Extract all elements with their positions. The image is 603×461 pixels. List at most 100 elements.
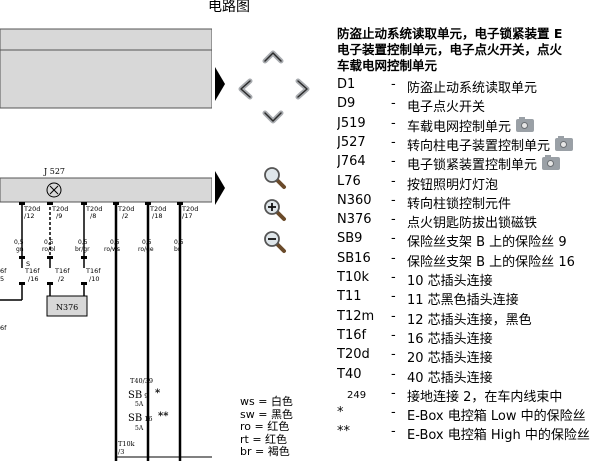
wire-color-2: ro/bl xyxy=(42,246,56,253)
pan-left-button[interactable] xyxy=(236,78,254,104)
pan-up-button[interactable] xyxy=(262,48,284,68)
legend-dash: - xyxy=(391,308,396,324)
legend-description-text: 转向柱电子装置控制单元 xyxy=(407,138,551,154)
legend-description: 接地连接 2，在车内线束中 xyxy=(407,386,562,405)
legend-description-text: 20 芯插头连接 xyxy=(407,351,493,367)
legend-dash: - xyxy=(391,212,396,228)
chevron-up-icon xyxy=(262,50,284,64)
legend-description-text: 防盗止动系统读取单元 xyxy=(407,81,538,96)
legend-code: T40 xyxy=(337,366,362,382)
t40-label: T40/39 xyxy=(130,377,153,385)
legend-dash: - xyxy=(391,405,396,421)
t20d-label-6: T20d xyxy=(181,205,198,213)
t20d-label-3: T20d xyxy=(85,205,102,213)
legend-code: N360 xyxy=(337,192,372,208)
legend-description: 保险丝支架 B 上的保险丝 16 xyxy=(407,251,575,270)
t20d-labels: T20d /12 T20d /9 T20d /8 T20d /2 T20d /1… xyxy=(23,205,198,220)
t16f-label-3: T16f xyxy=(85,267,101,275)
upper-component-box xyxy=(0,28,212,109)
chevron-left-icon xyxy=(238,78,253,100)
magnifier-icon xyxy=(264,167,286,189)
legend-code: J519 xyxy=(337,115,366,131)
legend-description: 电子锁紧装置控制单元 xyxy=(407,154,561,173)
legend-dash: - xyxy=(391,289,396,305)
legend-dash: - xyxy=(391,115,396,131)
zoom-out-button[interactable] xyxy=(263,230,287,258)
wire-size-5: 0,5 xyxy=(142,239,152,246)
legend-code: L76 xyxy=(337,173,361,189)
t16f-pin-3: /10 xyxy=(89,275,99,283)
legend-description: 11 芯黑色插头连接 xyxy=(407,289,519,308)
legend-description-text: 16 芯插头连接 xyxy=(407,331,493,347)
legend-description: 点火钥匙防拔出锁磁铁 xyxy=(407,212,537,231)
t16f-label-1: T16f xyxy=(24,267,40,275)
legend-code: J527 xyxy=(337,134,366,150)
legend-header: 防盗止动系统读取单元，电子锁紧装置 E 电子装置控制单元，电子点火开关，点火 车… xyxy=(337,26,603,74)
zoom-in-button[interactable] xyxy=(263,198,287,226)
triangle-right-icon xyxy=(215,67,225,101)
t16f-s: S xyxy=(26,260,30,268)
chevron-right-icon xyxy=(295,78,310,100)
wire-size-4: 0,5 xyxy=(110,239,120,246)
camera-icon[interactable] xyxy=(555,135,574,151)
legend-description: 防盗止动系统读取单元 xyxy=(407,77,537,96)
left-edge-label-2: 5 xyxy=(0,275,4,283)
legend-description: 40 芯插头连接 xyxy=(407,367,493,386)
pan-down-button[interactable] xyxy=(262,110,284,130)
legend-header-line: 电子装置控制单元，电子点火开关，点火 xyxy=(337,42,563,57)
n376-box xyxy=(46,295,88,317)
legend-dash: - xyxy=(391,366,396,382)
legend-description: E-Box 电控箱 High 中的保险丝 xyxy=(407,424,590,443)
legend-code: T12m xyxy=(337,308,375,324)
legend-code: T10k xyxy=(337,270,370,285)
legend-dash: - xyxy=(391,134,396,150)
t16f-label-2: T16f xyxy=(54,267,70,275)
camera-icon[interactable] xyxy=(542,155,561,171)
legend-description-text: 12 芯插头连接，黑色 xyxy=(407,312,532,328)
collapse-arrow-top[interactable] xyxy=(214,66,226,106)
legend-code: T16f xyxy=(337,327,367,343)
t20d-pin-4: /2 xyxy=(122,212,128,220)
wire-labels: 0,5 gn 0,5 ro/bl 0,5 br/gr 0,5 ro/ws 0,5… xyxy=(14,239,184,253)
wire-color-1: gn xyxy=(16,246,24,253)
t20d-label-4: T20d xyxy=(117,205,134,213)
t20d-label-2: T20d xyxy=(51,205,68,213)
j527-symbol xyxy=(46,182,62,198)
collapse-arrow-bottom[interactable] xyxy=(214,170,226,210)
zoom-button[interactable] xyxy=(263,166,287,194)
color-key-item: rt = 红色 xyxy=(240,432,288,446)
legend-description: 转向柱电子装置控制单元 xyxy=(407,135,574,154)
t20d-pin-1: /12 xyxy=(24,212,34,220)
sb9-star: * xyxy=(155,388,161,399)
legend-header-line: 车载电网控制单元 xyxy=(337,58,438,73)
camera-icon[interactable] xyxy=(516,116,535,132)
legend-description-text: E-Box 电控箱 Low 中的保险丝 xyxy=(407,409,586,425)
legend-header-line: 防盗止动系统读取单元，电子锁紧装置 E xyxy=(337,26,563,41)
legend-code: SB16 xyxy=(337,250,371,266)
pan-right-button[interactable] xyxy=(294,78,312,104)
legend-dash: - xyxy=(391,385,396,401)
legend-description: 20 芯插头连接 xyxy=(407,347,493,366)
legend-code: D9 xyxy=(337,96,356,112)
legend-description-text: 保险丝支架 B 上的保险丝 9 xyxy=(407,235,567,251)
sb16-star: ** xyxy=(158,411,169,422)
chevron-down-icon xyxy=(262,110,284,124)
wire-size-1: 0,5 xyxy=(14,239,24,246)
page-title: 电路图 xyxy=(208,0,250,15)
legend-dash: - xyxy=(391,250,396,266)
t16f-labels: S T16f /16 T16f /2 T16f /10 6f 5 6f xyxy=(0,260,101,332)
zoom-in-icon xyxy=(264,199,286,221)
legend-description-text: 转向柱锁控制元件 xyxy=(407,196,512,212)
legend-description-text: 车载电网控制单元 xyxy=(407,119,512,135)
wire-size-3: 0,5 xyxy=(78,239,88,246)
legend-description: 转向柱锁控制元件 xyxy=(407,193,511,212)
left-edge-label-1: 6f xyxy=(0,267,7,275)
t16f-pin-1: /16 xyxy=(28,275,38,283)
j527-box xyxy=(0,177,212,203)
wire-size-6: 0,5 xyxy=(174,239,184,246)
legend-description: E-Box 电控箱 Low 中的保险丝 xyxy=(407,405,586,424)
triangle-right-icon xyxy=(215,171,225,205)
legend-dash: - xyxy=(391,154,396,170)
